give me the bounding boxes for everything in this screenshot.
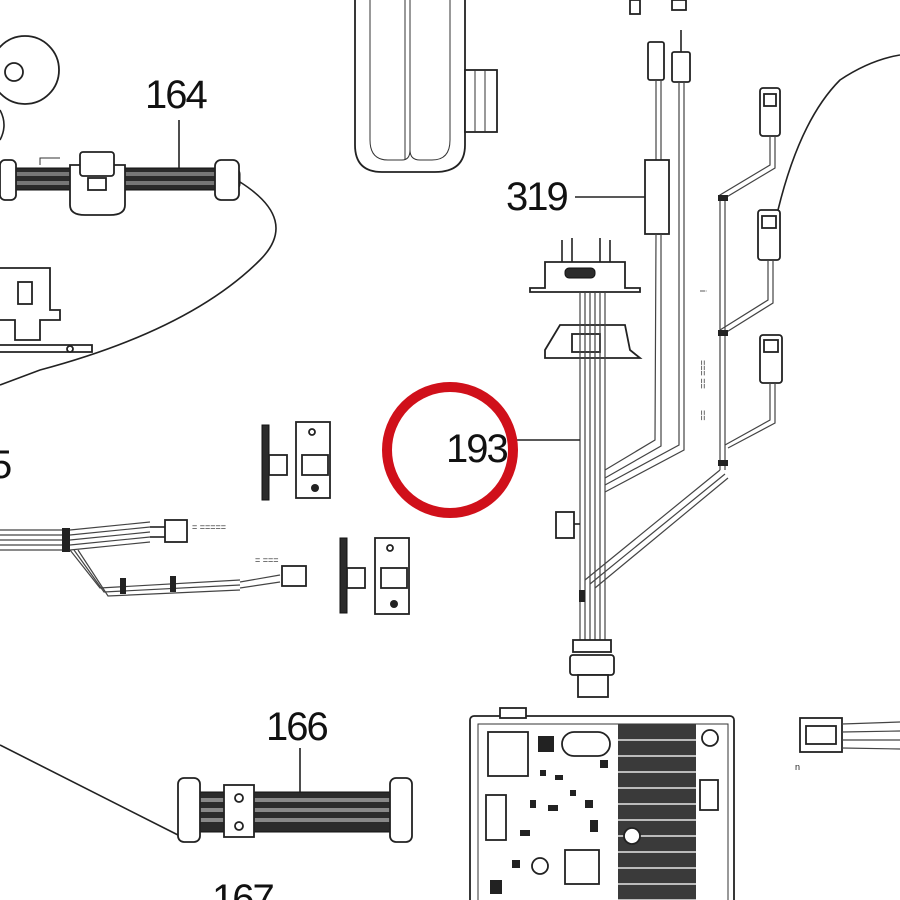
- wire-marking: i === == ==: [698, 290, 708, 421]
- leader-wire-167: [0, 744, 179, 836]
- control-board: [469, 707, 735, 900]
- switch-assembly-lower: [339, 537, 410, 615]
- svg-text:= =====: = =====: [192, 522, 226, 532]
- callout-164: 164: [145, 73, 207, 117]
- svg-text:= ===: = ===: [255, 555, 279, 565]
- svg-text:==: ==: [698, 410, 708, 421]
- callout-165: 5: [0, 443, 11, 487]
- switch-assembly-upper: [261, 421, 331, 501]
- harness-193: [517, 233, 729, 698]
- highlight-circle: [382, 382, 518, 518]
- leader-wire-164: [0, 181, 277, 386]
- svg-text:n: n: [795, 762, 800, 772]
- harness-164: [0, 120, 241, 216]
- callout-319: 319: [506, 175, 567, 219]
- callout-166: 166: [266, 705, 327, 749]
- round-fitting: [0, 35, 60, 141]
- connector-top-pair: [575, 0, 691, 400]
- bracket-part: [0, 267, 93, 353]
- tank-part: [354, 0, 498, 173]
- callout-193: 193: [446, 427, 507, 471]
- sensor-connectors-right: [718, 54, 900, 470]
- harness-165: = ===== = ===: [0, 519, 307, 597]
- plug-connector-right: n: [795, 717, 900, 772]
- svg-text:=== ==: === ==: [698, 360, 708, 389]
- callout-167: 167: [212, 877, 273, 900]
- svg-text:i: i: [698, 290, 708, 292]
- harness-166: [177, 748, 413, 843]
